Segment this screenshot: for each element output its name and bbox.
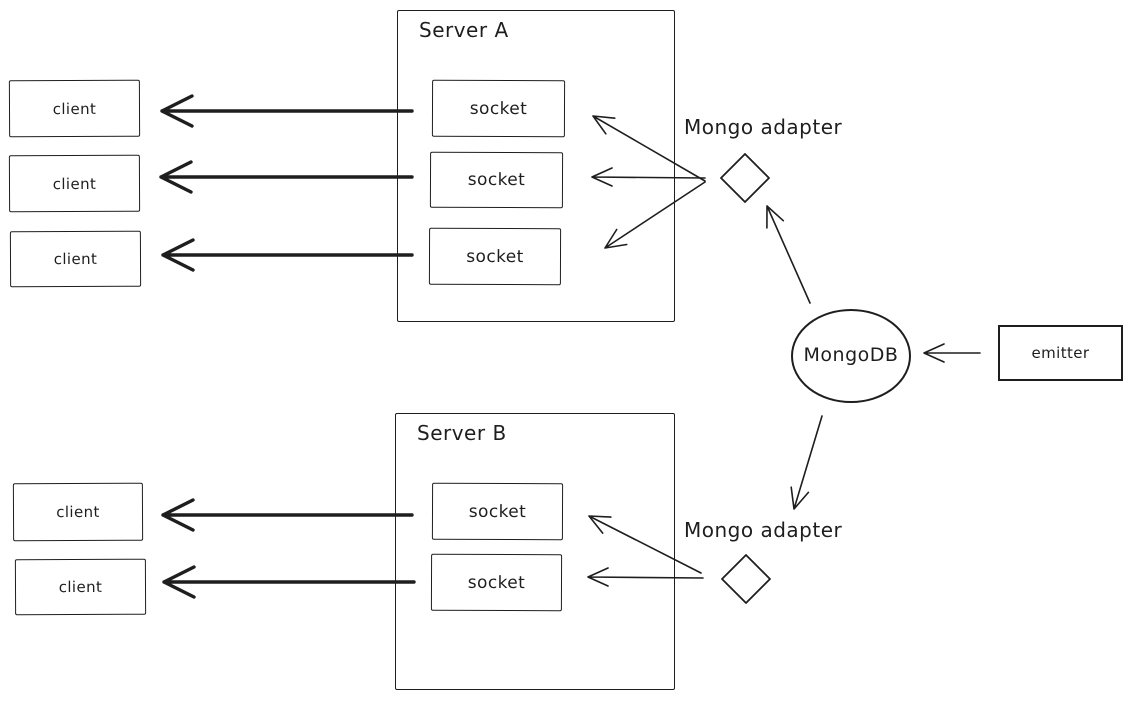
socket-box-b1: socket (431, 482, 564, 541)
arrow-socket-a3-to-client-3 (161, 238, 414, 272)
server-a-box (397, 10, 675, 322)
client-box-1: client (8, 79, 141, 138)
socket-label: socket (467, 169, 526, 191)
socket-label: socket (469, 98, 528, 119)
client-label: client (53, 249, 98, 269)
server-b-box (395, 413, 675, 690)
client-label: client (56, 502, 100, 522)
socket-label: socket (466, 246, 524, 267)
client-box-5: client (14, 558, 147, 616)
arrow-mongodb-to-adapter-bottom (790, 415, 823, 510)
socket-box-a1: socket (431, 79, 566, 138)
socket-box-a3: socket (428, 227, 562, 286)
emitter-box: emitter (998, 325, 1123, 381)
client-label: client (52, 174, 97, 193)
client-box-4: client (12, 482, 144, 542)
socket-box-b2: socket (430, 553, 563, 612)
adapter-bottom-label: Mongo adapter (684, 518, 843, 542)
arrow-socket-a2-to-client-2 (159, 160, 414, 194)
emitter-label: emitter (1031, 344, 1090, 362)
server-b-title: Server B (417, 421, 507, 445)
socket-label: socket (468, 501, 527, 522)
socket-label: socket (467, 572, 526, 593)
client-box-2: client (8, 154, 141, 213)
adapter-bottom-diamond-icon (721, 554, 771, 604)
arrow-socket-b2-to-client-5 (162, 565, 416, 599)
adapter-top-label: Mongo adapter (684, 115, 843, 139)
adapter-top-diamond-icon (720, 153, 770, 203)
arrow-emitter-to-mongodb (923, 343, 981, 363)
arrow-mongodb-to-adapter-top (766, 205, 811, 304)
mongodb-label: MongoDB (803, 344, 899, 366)
client-label: client (52, 99, 97, 118)
arrow-socket-b1-to-client-4 (161, 498, 414, 532)
client-label: client (58, 577, 103, 597)
server-a-title: Server A (419, 18, 509, 42)
client-box-3: client (9, 230, 142, 288)
arrow-socket-a1-to-client-1 (160, 94, 414, 128)
socket-box-a2: socket (429, 151, 564, 209)
